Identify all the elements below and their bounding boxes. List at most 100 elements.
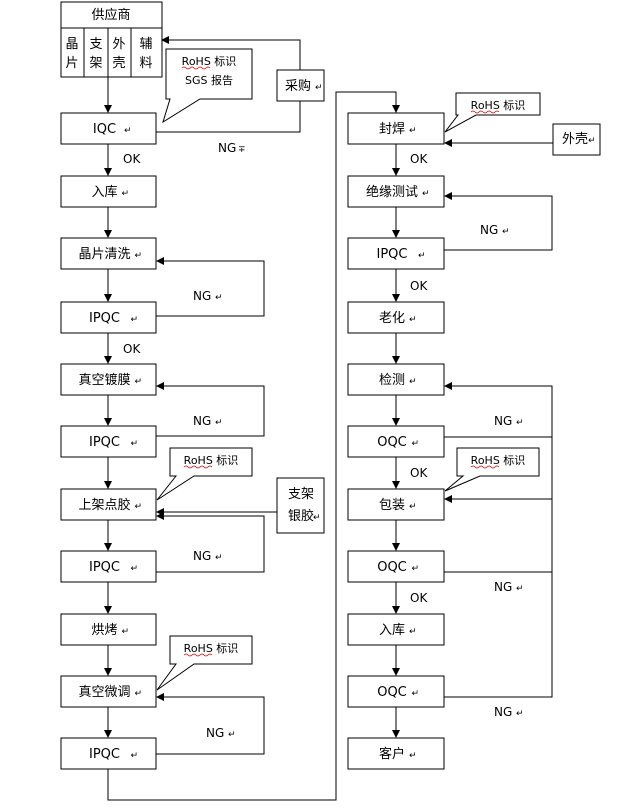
paragraph-mark: ↵ [135, 377, 143, 387]
rohs-callout-sealing [444, 92, 541, 133]
warehouse-in-node-label: 入库 [91, 184, 117, 200]
ipqc-node-label: IPQC [89, 747, 120, 762]
ng-label: NG [206, 726, 224, 740]
rohs-callout-sealing-text: RoHS 标识 [471, 98, 526, 112]
ng-mark: ∓ [238, 145, 246, 155]
customer-node-label: 客户 [379, 746, 405, 762]
paragraph-mark: ↵ [135, 689, 143, 699]
paragraph-mark: ↵ [409, 751, 417, 761]
supplier-box: 供应商 晶 片 支 架 外 壳 辅 料 [60, 1, 163, 78]
flow-elements: IQC↵入库↵晶片清洗↵IPQC↵真空镀膜↵IPQC↵上架点胶↵IPQC↵烘烤↵… [60, 36, 601, 801]
paragraph-mark: ↵ [409, 377, 417, 387]
bracket-glue-box [276, 477, 325, 534]
shell-label: 外壳 [562, 132, 588, 147]
paragraph-mark: ↵ [124, 126, 132, 136]
ok-label: OK [410, 279, 428, 293]
ipqc-node-label: IPQC [89, 560, 120, 575]
ipqc-node [60, 737, 157, 770]
paragraph-mark: ↵ [131, 439, 139, 449]
inspection-node [347, 363, 445, 396]
inspection-node-label: 检测 [379, 373, 405, 388]
paragraph-mark: ↵ [422, 189, 430, 199]
vacuum-tuning-node [60, 675, 157, 708]
ng-label: NG [494, 705, 512, 719]
ipqc-node-label: IPQC [377, 247, 408, 262]
vacuum-tuning-node-label: 真空微调 [78, 685, 130, 700]
ng-loop-oqc1 [444, 382, 553, 438]
iqc-node-label: IQC [93, 122, 116, 137]
warehouse-in-node-label: 入库 [379, 622, 405, 638]
supplier-item-wafer: 晶 [65, 37, 78, 52]
aging-node-label: 老化 [379, 311, 405, 326]
supplier-title: 供应商 [91, 7, 130, 23]
ng-loop-insulation [444, 192, 553, 251]
rohs-callout-tuning-text: RoHS 标识 [184, 641, 239, 655]
supplier-item-shell: 外 [112, 37, 125, 52]
ng-label: NG [494, 580, 512, 594]
supplier-item-aux: 辅 [139, 37, 152, 52]
paragraph-mark: ↵ [418, 251, 426, 261]
ng-label: NG [494, 414, 512, 428]
ipqc-node [60, 425, 157, 458]
sealing-node-label: 封焊 [379, 121, 405, 137]
paragraph-mark: ↵ [215, 553, 223, 563]
paragraph-mark: ↵ [313, 513, 321, 523]
oqc-node-label: OQC [377, 560, 407, 575]
ng-label: NG [218, 141, 236, 155]
paragraph-mark: ↵ [131, 315, 139, 325]
baking-node-label: 烘烤 [91, 623, 117, 638]
packaging-node [347, 488, 445, 521]
insulation-test-node [347, 175, 445, 208]
paragraph-mark: ↵ [228, 730, 236, 740]
wafer-cleaning-node-label: 晶片清洗 [78, 247, 130, 262]
purchase-box [276, 69, 325, 102]
oqc-node [347, 425, 445, 458]
paragraph-mark: ↵ [315, 83, 323, 93]
ok-label: OK [410, 152, 428, 166]
oqc-node [347, 675, 445, 708]
ng-label: NG [193, 549, 211, 563]
oqc-node-label: OQC [377, 685, 407, 700]
ng-loop [156, 512, 265, 573]
ok-label: OK [410, 591, 428, 605]
baking-node [60, 613, 157, 646]
ng-label: NG [193, 289, 211, 303]
ipqc-node-label: IPQC [89, 311, 120, 326]
ng-loop [156, 382, 265, 437]
paragraph-mark: ↵ [516, 418, 524, 428]
rohs-callout-packaging [444, 447, 540, 492]
ok-label: OK [410, 466, 428, 480]
rohs-sgs-callout-text: SGS 报告 [185, 73, 233, 87]
paragraph-mark: ↵ [516, 709, 524, 719]
warehouse-in-node [60, 175, 157, 208]
rohs-callout-packaging-spell-underline [470, 465, 500, 469]
paragraph-mark: ↵ [409, 126, 417, 136]
paragraph-mark: ↵ [135, 502, 143, 512]
paragraph-mark: ↵ [409, 315, 417, 325]
ng-label: NG [480, 223, 498, 237]
ng-loop [156, 693, 265, 755]
mounting-dispensing-node [60, 488, 157, 521]
rohs-sgs-callout-spell-underline [181, 66, 211, 70]
aging-node [347, 301, 445, 334]
paragraph-mark: ↵ [122, 627, 130, 637]
ipqc-node [347, 237, 445, 270]
paragraph-mark: ↵ [412, 564, 420, 574]
paragraph-mark: ↵ [412, 689, 420, 699]
rohs-callout-mounting-text: RoHS 标识 [184, 453, 239, 467]
insulation-test-node-label: 绝缘测试 [366, 184, 418, 200]
ok-label: OK [123, 342, 141, 356]
paragraph-mark: ↵ [131, 751, 139, 761]
paragraph-mark: ↵ [409, 502, 417, 512]
paragraph-mark: ↵ [502, 227, 510, 237]
purchase-label: 采购 [285, 78, 311, 94]
ng-loop [156, 257, 265, 317]
supplier-item-wafer-2: 片 [65, 56, 78, 71]
paragraph-mark: ↵ [409, 627, 417, 637]
paragraph-mark: ↵ [215, 418, 223, 428]
ok-label: OK [123, 152, 141, 166]
ipqc-node [60, 550, 157, 583]
rohs-callout-sealing-spell-underline [470, 110, 500, 114]
supplier-item-aux-2: 料 [139, 56, 152, 71]
